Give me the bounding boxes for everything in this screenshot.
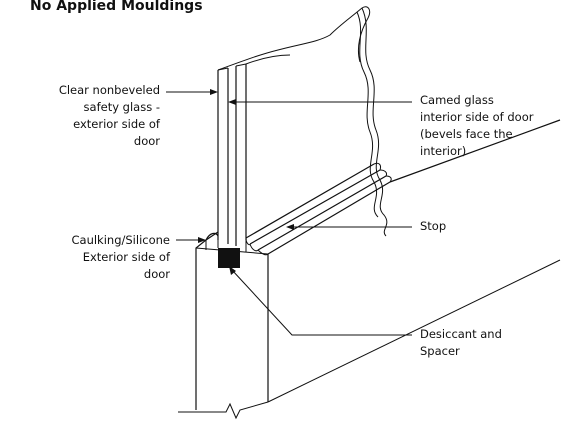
svg-text:door: door [144, 267, 170, 281]
desiccant-spacer [218, 248, 240, 268]
diagram-title: No Applied Mouldings [30, 0, 203, 14]
stop-moulding [245, 162, 392, 256]
svg-text:interior side of door: interior side of door [420, 110, 534, 124]
leader-lines [166, 89, 412, 336]
svg-text:(bevels face the: (bevels face the [420, 127, 513, 141]
svg-text:safety glass -: safety glass - [84, 100, 160, 114]
label-camed-glass: Camed glass interior side of door (bevel… [420, 93, 534, 158]
label-stop: Stop [420, 219, 446, 233]
glass-panes [217, 54, 291, 246]
svg-text:Exterior side of: Exterior side of [83, 250, 171, 264]
label-desiccant: Desiccant and Spacer [420, 327, 502, 358]
glass-right-break-inner [356, 11, 379, 218]
svg-text:Stop: Stop [420, 219, 446, 233]
svg-text:Camed glass: Camed glass [420, 93, 494, 107]
label-clear-glass: Clear nonbeveled safety glass - exterior… [59, 83, 161, 148]
svg-text:Clear nonbeveled: Clear nonbeveled [59, 83, 160, 97]
glass-top-break [217, 6, 371, 71]
svg-text:interior): interior) [420, 144, 466, 158]
label-caulking: Caulking/Silicone Exterior side of door [72, 233, 171, 281]
svg-text:Spacer: Spacer [420, 344, 460, 358]
svg-text:Desiccant and: Desiccant and [420, 327, 502, 341]
svg-text:door: door [134, 134, 160, 148]
glass-right-break [361, 7, 388, 237]
caulking-bead [205, 232, 219, 241]
svg-text:Caulking/Silicone: Caulking/Silicone [72, 233, 171, 247]
svg-text:exterior side of: exterior side of [73, 117, 161, 131]
door-rail [178, 119, 561, 420]
